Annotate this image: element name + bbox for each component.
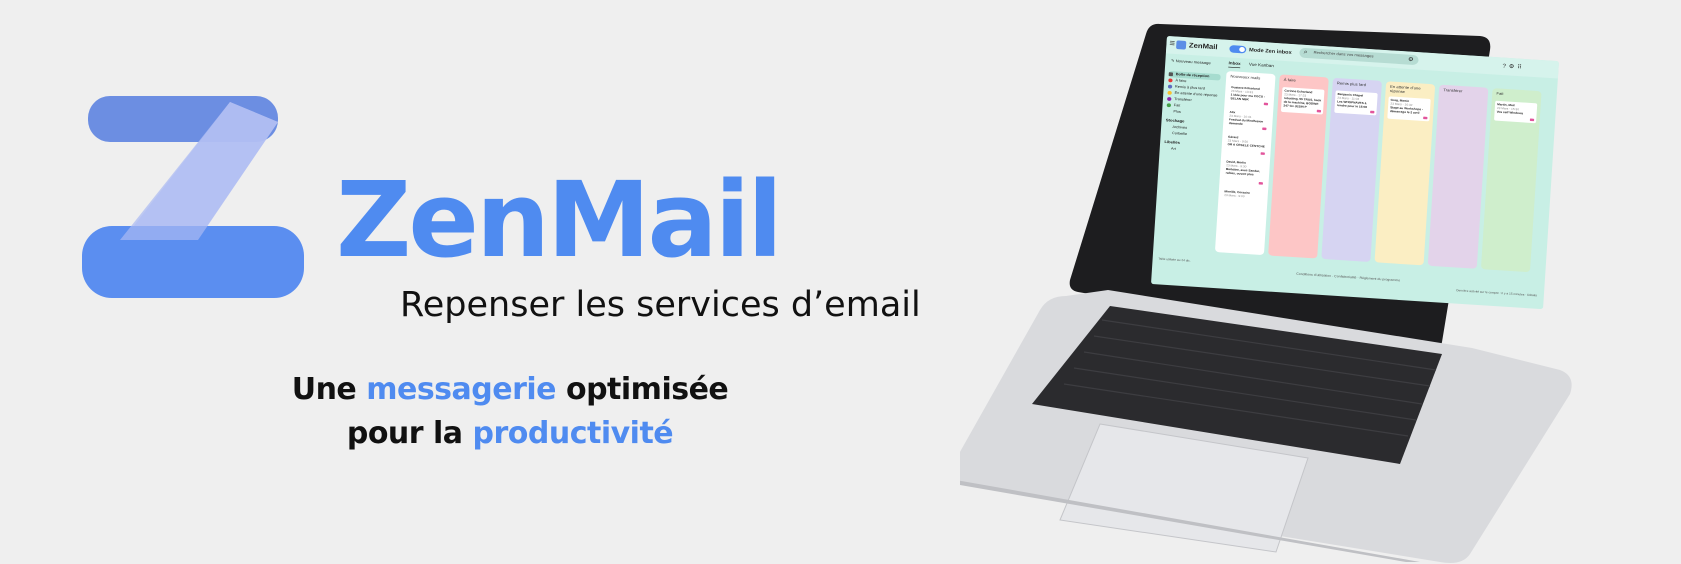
column-title: En attente d’une réponse [1389,85,1421,95]
filter-icon[interactable]: ⚙ [1407,55,1414,63]
column-title: Fait [1496,92,1504,97]
sidebar-item-label: Transférer [1174,97,1192,103]
app-logo-icon [1176,40,1187,50]
card-subject: Stage au Workshops - démarrage le 2 avri… [1389,105,1424,115]
red-dot-icon [1168,78,1173,83]
card-subject: Festival du Mindfusion demande [1228,117,1264,126]
sidebar-item-label: Fait [1173,103,1181,108]
laptop-mockup: ☰ ZenMail Mode Zen inbox ⌕ Rechercher da… [960,14,1660,564]
sidebar-item-label: Plus [1173,109,1181,115]
blue-dot-icon [1167,84,1173,89]
subtitle-highlight-messagerie: messagerie [366,372,557,407]
top-right-icons: ?⚙⠿ [1502,63,1525,71]
column-title: À faire [1283,78,1296,83]
screen-wrap: ☰ ZenMail Mode Zen inbox ⌕ Rechercher da… [1151,36,1559,310]
card-subject: 1 idée pour ma CGCU - SELAN NBK [1230,93,1266,101]
chevron-down-icon [1166,109,1170,113]
card-subject: Les WHOPNAVES à rendre pour le 15:08 [1336,100,1368,109]
sidebar: Boîte de réception À faire Remis à plus … [1164,70,1221,155]
compose-label: Nouveau message [1175,59,1211,66]
logo-overlap [120,102,278,240]
card-tag [1258,181,1263,185]
green-dot-icon [1166,103,1172,108]
subtitle-text-1: Une [291,372,367,407]
card-tag [1263,102,1269,106]
laptop-front-edge [960,480,1420,562]
sidebar-item-label: Archives [1172,125,1188,131]
search-icon: ⌕ [1303,48,1308,56]
column-title: Transférer [1443,88,1463,94]
app-menu-icon[interactable]: ☰ [1169,39,1176,47]
logo-bottom-stroke [82,226,304,298]
column-title: Nouveaux mails [1230,74,1261,81]
label-icon [1164,147,1168,151]
app-screen: ☰ ZenMail Mode Zen inbox ⌕ Rechercher da… [1151,36,1559,310]
kanban-column-transferer: Transférer [1427,84,1489,269]
tab-kanban[interactable]: Vue Kanban [1248,62,1274,69]
zenmail-z-logo [82,96,304,298]
column-title: Remis plus tard [1336,81,1367,88]
apps-grid-icon[interactable]: ⠿ [1517,63,1525,71]
card-subject: rebutting, 55 TRUS, back de la machine, … [1283,96,1322,109]
card-subject: Barbâtre, avec Sandar, rabies, ouvert pl… [1225,167,1260,176]
subtitle-highlight-productivite: productivité [472,416,674,451]
zen-mode-toggle[interactable] [1229,45,1247,54]
brand-name: ZenMail [336,159,783,281]
card-tag [1529,118,1535,122]
archive-icon [1165,125,1169,129]
laptop-trackpad [1059,423,1309,553]
trash-icon [1165,131,1169,135]
tab-inbox[interactable]: Inbox [1228,61,1241,69]
card-tag [1423,116,1428,120]
sidebar-item-label: Art [1170,147,1177,152]
card-tag [1260,152,1265,155]
card-tag [1370,110,1375,114]
view-tabs: Inbox Vue Kanban [1228,61,1281,71]
compose-button[interactable]: ✎ Nouveau message [1170,59,1211,66]
subtitle-text-3: pour la [346,416,473,451]
sidebar-item-label: Corbeille [1171,131,1188,137]
card-tag [1316,109,1322,113]
subtitle-text-2: optimisée [556,372,729,407]
inbox-icon [1168,72,1174,77]
storage-usage: Taille utilisée au 24 dic. [1158,257,1191,263]
tagline: Repenser les services d’email [400,285,921,325]
sidebar-item-label: À faire [1175,78,1187,84]
laptop-keyboard [1032,306,1442,464]
card-tag [1262,127,1267,131]
yellow-dot-icon [1167,90,1172,95]
purple-dot-icon [1167,97,1172,102]
subtitle: Une messagerie optimisée pour la product… [290,368,730,456]
keyboard-keys [1063,319,1437,437]
